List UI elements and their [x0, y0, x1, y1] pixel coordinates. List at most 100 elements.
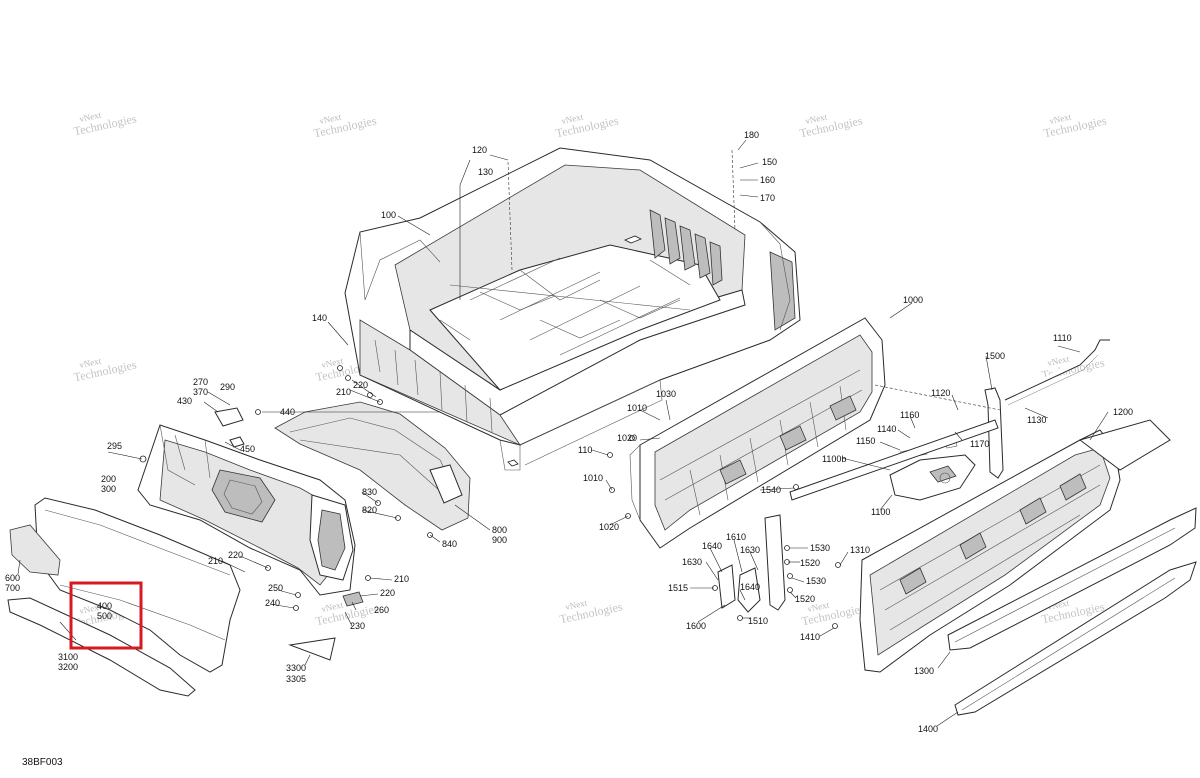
callout-270: 270 — [193, 377, 208, 387]
svg-text:vNext: vNext — [560, 111, 584, 125]
watermark: vNext Technologies — [558, 597, 624, 626]
watermark: vNext Technologies — [312, 111, 378, 140]
callout-3300: 3300 — [286, 663, 306, 673]
watermark: vNext Technologies — [1042, 111, 1108, 140]
callout-160: 160 — [760, 175, 775, 185]
callout-900: 900 — [492, 535, 507, 545]
support-post — [874, 339, 1110, 479]
cargo-box — [344, 147, 801, 471]
callout-1500: 1500 — [985, 351, 1005, 361]
callout-1520b: 1520 — [795, 594, 815, 604]
callout-1010a: 1010 — [627, 403, 647, 413]
callout-1600: 1600 — [686, 621, 706, 631]
svg-text:vNext: vNext — [78, 109, 102, 123]
callout-250: 250 — [268, 583, 283, 593]
callout-1540: 1540 — [761, 485, 781, 495]
callout-1120: 1120 — [931, 388, 950, 398]
callout-1310: 1310 — [850, 545, 870, 555]
callout-170: 170 — [760, 193, 775, 203]
callout-240: 240 — [265, 598, 280, 608]
callout-1100b: 1100b — [822, 454, 846, 464]
svg-text:vNext: vNext — [1048, 111, 1072, 125]
callout-370: 370 — [193, 387, 208, 397]
callout-1520a: 1520 — [800, 558, 820, 568]
callout-260: 260 — [374, 605, 389, 615]
callout-3305: 3305 — [286, 674, 306, 684]
svg-text:vNext: vNext — [320, 599, 344, 613]
callout-150: 150 — [762, 157, 777, 167]
callout-1150: 1150 — [856, 436, 875, 446]
callout-1160: 1160 — [900, 410, 919, 420]
trim-strips — [947, 507, 1197, 716]
callout-1200: 1200 — [1113, 407, 1133, 417]
callout-130: 130 — [478, 167, 493, 177]
callout-1530b: 1530 — [806, 576, 826, 586]
callout-295: 295 — [107, 441, 122, 451]
callout-1020a: 1020 — [617, 433, 637, 443]
callout-1110: 1110 — [1053, 333, 1072, 343]
left-hardware — [139, 365, 433, 661]
callout-830: 830 — [362, 487, 377, 497]
callout-180: 180 — [744, 130, 759, 140]
callout-210b: 210 — [208, 556, 223, 566]
callout-430: 430 — [177, 396, 192, 406]
callout-1510: 1510 — [748, 616, 768, 626]
callout-1630b: 1630 — [682, 557, 702, 567]
callout-440: 440 — [280, 407, 295, 417]
svg-text:vNext: vNext — [806, 599, 830, 613]
callout-220a: 220 — [353, 380, 368, 390]
svg-text:vNext: vNext — [804, 111, 828, 125]
callout-230: 230 — [350, 621, 365, 631]
callout-300: 300 — [101, 484, 116, 494]
callout-1130: 1130 — [1027, 415, 1046, 425]
svg-text:vNext: vNext — [78, 601, 102, 615]
callout-1140: 1140 — [877, 424, 896, 434]
watermark: vNext Technologies — [554, 111, 620, 140]
callout-800: 800 — [492, 525, 507, 535]
callout-840: 840 — [442, 539, 457, 549]
left-rear-corner — [137, 424, 356, 596]
leader-lines — [17, 139, 1109, 727]
svg-text:vNext: vNext — [564, 597, 588, 611]
left-side-panel — [274, 401, 471, 531]
callout-labels: 120 130 100 180 150 160 170 1000 1110 11… — [5, 130, 1133, 734]
callout-290: 290 — [220, 382, 235, 392]
callout-400: 400 — [97, 601, 112, 611]
callout-700: 700 — [5, 583, 20, 593]
callout-120: 120 — [472, 145, 487, 155]
callout-200: 200 — [101, 474, 116, 484]
highlight-box — [69, 581, 143, 650]
callout-210c: 210 — [394, 574, 409, 584]
svg-text:vNext: vNext — [78, 355, 102, 369]
callout-220c: 220 — [380, 588, 395, 598]
callout-600: 600 — [5, 573, 20, 583]
callout-110: 110 — [578, 445, 592, 455]
callout-1630a: 1630 — [740, 545, 760, 555]
callout-1000: 1000 — [903, 295, 923, 305]
callout-1020b: 1020 — [599, 522, 619, 532]
callout-1530a: 1530 — [810, 543, 830, 553]
callout-100: 100 — [381, 210, 396, 220]
callout-1010b: 1010 — [583, 473, 603, 483]
callout-450: 450 — [240, 444, 255, 454]
callout-210a: 210 — [336, 387, 351, 397]
tailgate-linkage — [607, 419, 999, 629]
callout-1400: 1400 — [918, 724, 938, 734]
figure-code: 38BF003 — [22, 757, 63, 768]
callout-220b: 220 — [228, 550, 243, 560]
callout-1300: 1300 — [914, 666, 934, 676]
rear-panel-frame — [629, 317, 886, 549]
callout-500: 500 — [97, 611, 112, 621]
callout-140: 140 — [312, 313, 327, 323]
callout-3200: 3200 — [58, 662, 78, 672]
tailgate — [859, 419, 1171, 673]
callout-1610: 1610 — [726, 532, 746, 542]
svg-text:vNext: vNext — [1046, 353, 1070, 367]
callout-1410: 1410 — [800, 632, 820, 642]
watermark: vNext Technologies — [798, 111, 864, 140]
callout-1640b: 1640 — [740, 582, 760, 592]
left-fender — [7, 497, 241, 697]
callout-1100: 1100 — [871, 507, 890, 517]
svg-text:vNext: vNext — [318, 111, 342, 125]
